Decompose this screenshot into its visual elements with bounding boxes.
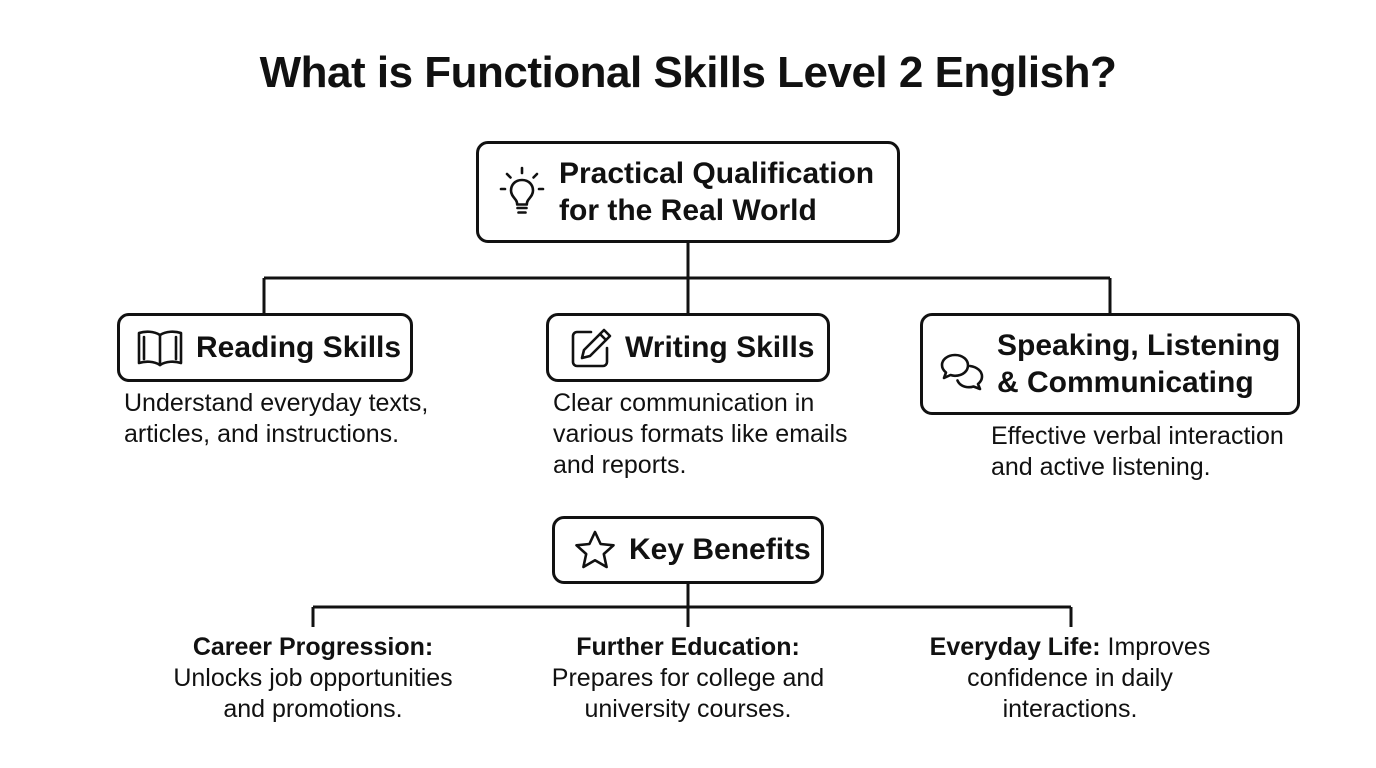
speaking-label-line-1: Speaking, Listening	[997, 328, 1281, 362]
key-benefits-label: Key Benefits	[629, 533, 811, 567]
benefit-career-progression: Career Progression: Unlocks job opportun…	[113, 632, 513, 725]
benefit-everyday-life: Everyday Life: Improves confidence in da…	[929, 633, 1211, 723]
lightbulb-icon	[499, 166, 545, 218]
root-title-line-1: Practical Qualification	[559, 156, 875, 190]
writing-skills-box: Writing Skills	[546, 313, 830, 382]
pencil-edit-icon	[569, 326, 613, 370]
reading-skills-box: Reading Skills	[117, 313, 413, 382]
writing-skills-label: Writing Skills	[625, 330, 815, 364]
root-title-line-2: for the Real World	[559, 194, 817, 227]
root-box-practical-qualification: Practical Qualification for the Real Wor…	[476, 141, 900, 243]
key-benefits-box: Key Benefits	[552, 516, 824, 584]
open-book-icon	[136, 328, 184, 368]
speaking-listening-description: Effective verbal interaction and active …	[991, 422, 1284, 481]
benefit-further-education: Further Education: Prepares for college …	[488, 632, 888, 725]
benefit-education-heading: Further Education:	[576, 633, 800, 661]
page-title: What is Functional Skills Level 2 Englis…	[259, 48, 1117, 97]
benefit-everyday-heading: Everyday Life:	[929, 633, 1101, 661]
benefit-career-heading: Career Progression:	[192, 633, 434, 661]
reading-skills-description: Understand everyday texts, articles, and…	[124, 389, 429, 448]
speaking-label-line-2: & Communicating	[997, 366, 1254, 399]
chat-bubbles-icon	[939, 352, 985, 392]
reading-skills-label: Reading Skills	[196, 330, 402, 364]
speaking-listening-box: Speaking, Listening & Communicating	[920, 313, 1300, 415]
star-icon	[573, 529, 617, 571]
writing-skills-description: Clear communication in various formats l…	[553, 389, 848, 479]
